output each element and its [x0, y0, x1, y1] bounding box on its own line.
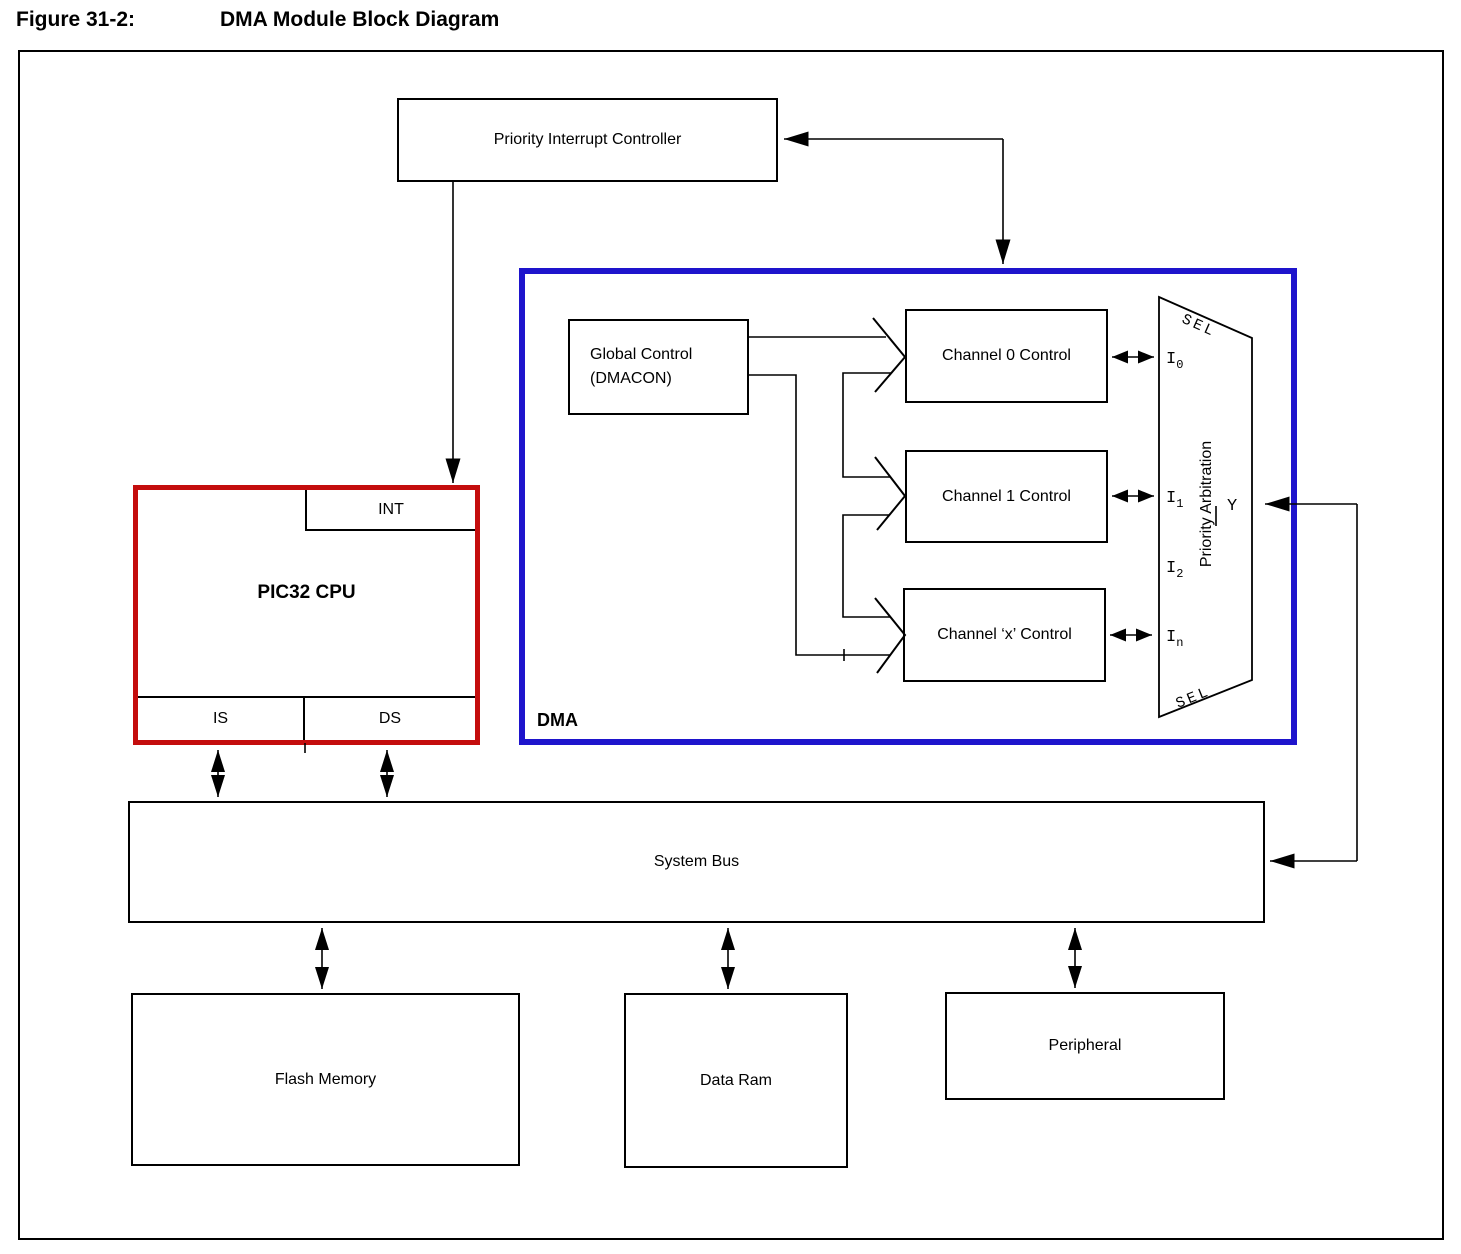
flash-memory-box: Flash Memory: [131, 993, 520, 1166]
channel-x-control-box: Channel ‘x’ Control: [903, 588, 1106, 682]
priority-interrupt-controller-label: Priority Interrupt Controller: [493, 131, 682, 148]
int-label: INT: [378, 500, 404, 518]
channel-x-control-label: Channel ‘x’ Control: [937, 626, 1072, 643]
global-control-label: Global Control (DMACON): [590, 346, 693, 387]
pic32-cpu-box: INT PIC32 CPU IS DS: [133, 485, 480, 745]
figure-caption: DMA Module Block Diagram: [220, 8, 500, 31]
diagram-frame: [18, 50, 1444, 1240]
priority-interrupt-controller-box: Priority Interrupt Controller: [397, 98, 778, 182]
channel-0-control-label: Channel 0 Control: [942, 347, 1071, 364]
peripheral-box: Peripheral: [945, 992, 1225, 1100]
is-box: IS: [138, 698, 305, 740]
ds-box: DS: [305, 698, 475, 740]
flash-memory-label: Flash Memory: [274, 1070, 377, 1088]
data-ram-box: Data Ram: [624, 993, 848, 1168]
system-bus-box: System Bus: [128, 801, 1265, 923]
pic32-cpu-label: PIC32 CPU: [257, 582, 356, 603]
is-ds-row: IS DS: [138, 696, 475, 740]
dma-label: DMA: [537, 710, 578, 730]
figure-number: Figure 31-2:: [16, 8, 136, 31]
int-box: INT: [305, 490, 475, 531]
dma-module-box: DMA: [519, 268, 1297, 745]
pic32-cpu-inner: INT PIC32 CPU IS DS: [138, 490, 475, 740]
global-control-box: Global Control (DMACON): [568, 319, 749, 415]
peripheral-label: Peripheral: [1048, 1037, 1122, 1054]
channel-1-control-label: Channel 1 Control: [942, 487, 1071, 505]
channel-1-control-box: Channel 1 Control: [905, 450, 1108, 543]
data-ram-label: Data Ram: [699, 1071, 773, 1089]
channel-0-control-box: Channel 0 Control: [905, 309, 1108, 403]
is-label: IS: [212, 710, 229, 727]
system-bus-label: System Bus: [653, 853, 740, 870]
ds-label: DS: [378, 710, 402, 727]
